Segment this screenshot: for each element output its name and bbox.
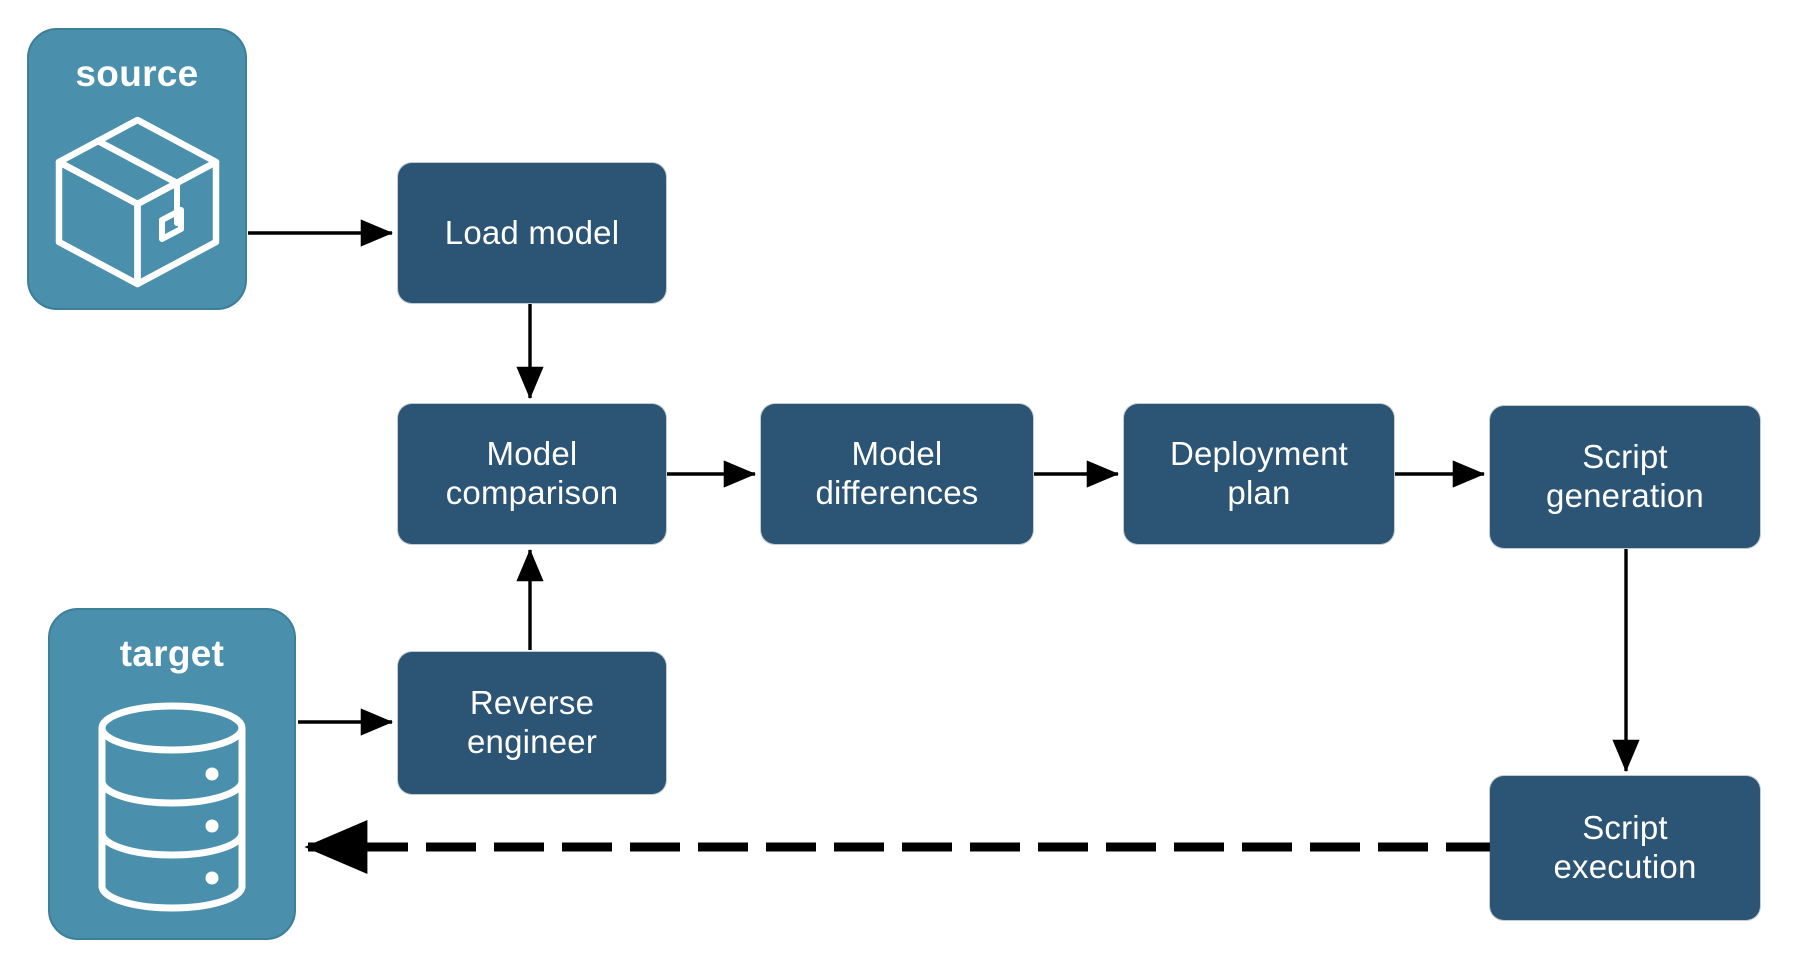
process-script-execution-label: Script execution <box>1553 809 1697 885</box>
process-load-model[interactable]: Load model <box>398 163 666 303</box>
database-cylinder-icon <box>50 676 294 938</box>
endpoint-target[interactable]: target <box>48 608 296 940</box>
process-script-execution[interactable]: Script execution <box>1490 776 1760 920</box>
process-model-differences-label: Model differences <box>815 435 979 511</box>
endpoint-target-label: target <box>119 633 225 674</box>
endpoint-source-label: source <box>75 53 199 94</box>
process-deployment-plan[interactable]: Deployment plan <box>1124 404 1394 544</box>
process-deployment-plan-label: Deployment plan <box>1169 435 1349 511</box>
endpoint-source[interactable]: source <box>27 28 247 310</box>
process-model-comparison[interactable]: Model comparison <box>398 404 666 544</box>
package-box-icon <box>29 96 245 308</box>
process-reverse-engineer[interactable]: Reverse engineer <box>398 652 666 794</box>
process-load-model-label: Load model <box>444 213 620 251</box>
process-model-comparison-label: Model comparison <box>445 435 619 511</box>
process-reverse-engineer-label: Reverse engineer <box>466 684 598 760</box>
process-script-generation-label: Script generation <box>1546 438 1704 514</box>
process-model-differences[interactable]: Model differences <box>761 404 1033 544</box>
process-script-generation[interactable]: Script generation <box>1490 406 1760 548</box>
